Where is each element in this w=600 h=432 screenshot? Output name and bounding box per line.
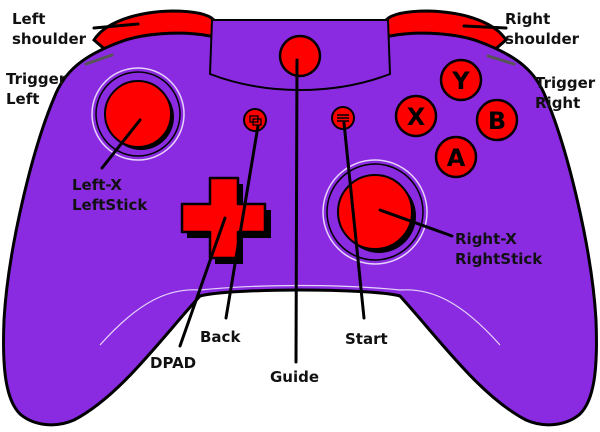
label-right-shoulder: Right shoulder xyxy=(505,10,580,48)
leader-dpad xyxy=(178,216,227,348)
leader-start xyxy=(342,121,366,320)
right-grip-line xyxy=(399,289,501,346)
guide-button xyxy=(278,34,322,78)
label-left-stick: Left-X LeftStick xyxy=(72,176,148,214)
label-left-shoulder: Left shoulder xyxy=(12,10,87,48)
label-right-stick: Right-X RightStick xyxy=(455,230,543,268)
x-button: X xyxy=(394,94,438,138)
leader-left-stick xyxy=(100,118,142,170)
left-grip-line xyxy=(99,289,201,346)
start-button xyxy=(331,106,355,130)
label-start: Start xyxy=(345,330,388,348)
leader-right-stick xyxy=(378,208,454,238)
a-button-letter: A xyxy=(447,144,466,172)
bottom-grip-line xyxy=(199,284,401,291)
left-stick xyxy=(91,67,185,161)
leader-left-shoulder xyxy=(92,22,140,30)
leader-trigger-right xyxy=(486,54,516,66)
leader-back xyxy=(224,124,260,320)
back-button xyxy=(243,108,267,132)
menu-icon xyxy=(337,114,349,122)
b-button-letter: B xyxy=(488,107,506,135)
y-button: Y xyxy=(439,58,483,102)
x-button-letter: X xyxy=(407,103,426,131)
leader-lines xyxy=(92,22,508,364)
a-button: A xyxy=(434,135,478,179)
trigger-lines xyxy=(84,53,516,66)
leader-trigger-left xyxy=(84,53,114,66)
label-guide: Guide xyxy=(270,368,319,386)
right-stick xyxy=(322,159,428,265)
label-trigger-left: Trigger Left xyxy=(6,70,71,108)
leader-guide xyxy=(294,58,299,364)
leader-right-shoulder xyxy=(462,24,508,30)
controller-body xyxy=(2,31,598,427)
y-button-letter: Y xyxy=(451,67,470,95)
b-button: B xyxy=(475,98,519,142)
label-back: Back xyxy=(200,328,241,346)
label-trigger-right: Trigger Right xyxy=(535,74,600,112)
label-dpad: DPAD xyxy=(150,354,196,372)
